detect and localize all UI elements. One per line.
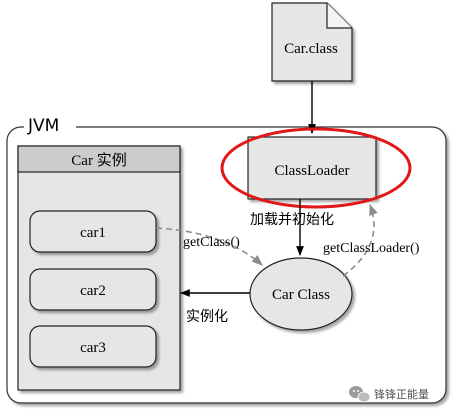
watermark-text: 锋锋正能量 (374, 387, 429, 401)
instance-car3-label: car3 (80, 340, 106, 356)
instance-car2: car2 (29, 268, 157, 311)
wechat-icon (349, 386, 371, 403)
edge-label-get-classloader: getClassLoader() (323, 241, 420, 256)
classloader-highlight-ellipse (220, 127, 412, 209)
jvm-label: JVM (27, 116, 59, 136)
classloader-label: ClassLoader (275, 163, 350, 179)
class-file-node: Car.class (271, 2, 353, 82)
arrow-class-object-to-classloader (342, 203, 378, 277)
instance-car2-label: car2 (80, 283, 106, 299)
class-file-label: Car.class (284, 41, 338, 57)
classloader-node: ClassLoader (247, 136, 377, 200)
class-object-node: Car Class (249, 257, 353, 331)
class-object-label: Car Class (272, 287, 330, 303)
edge-label-instantiate: 实例化 (186, 309, 228, 325)
instance-car1-label: car1 (80, 225, 106, 241)
instance-car1: car1 (29, 210, 157, 253)
edge-label-get-class: getClass() (183, 235, 240, 250)
instance-car3: car3 (29, 325, 157, 368)
edge-label-load-init: 加载并初始化 (250, 211, 334, 228)
watermark: 锋锋正能量 (349, 386, 429, 403)
arrow-instance-to-class-object (155, 227, 263, 266)
instances-panel-title: Car 实例 (71, 152, 126, 169)
